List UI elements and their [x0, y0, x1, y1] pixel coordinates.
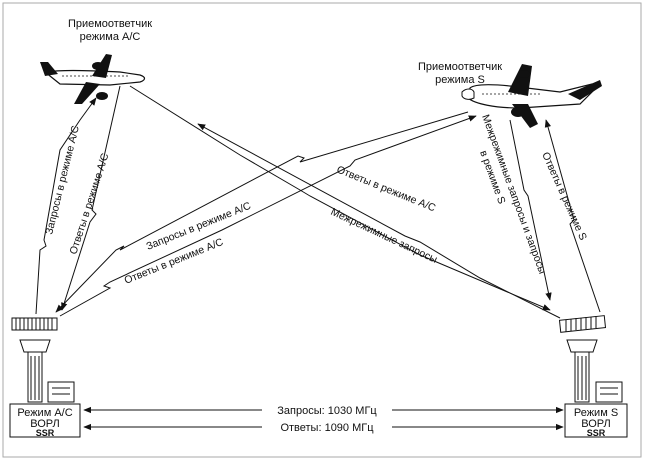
- link-right-s-replies: [544, 119, 601, 313]
- ground-station-left-icon: [11, 317, 75, 403]
- ground-replies-label: Ответы: 1090 МГц: [280, 422, 374, 434]
- aircraft-s-label-line1: Приемоответчик: [418, 61, 502, 73]
- link-ac-to-right-station: [129, 85, 551, 311]
- aircraft-mode-ac-icon: [40, 54, 146, 104]
- label-cross-replies-ac: Ответы в режиме A/C: [123, 236, 226, 287]
- aircraft-ac-label-line1: Приемоответчик: [68, 18, 152, 30]
- station-left-vorl: ВОРЛ: [30, 418, 59, 430]
- link-right-s-requests: [509, 119, 552, 301]
- station-right-ssr: SSR: [587, 428, 606, 438]
- station-right-mode: Режим S: [574, 407, 618, 419]
- link-right-station-to-ac: [197, 123, 561, 319]
- station-right-vorl: ВОРЛ: [581, 418, 610, 430]
- label-left-replies-ac: Ответы в режиме A/C: [67, 151, 111, 256]
- label-replies-s: Ответы в режиме S: [539, 150, 589, 242]
- aircraft-s-label-line2: режима S: [435, 74, 485, 86]
- link-cross-replies: [59, 115, 477, 317]
- station-left-ssr: SSR: [36, 428, 55, 438]
- station-left-mode: Режим A/C: [17, 407, 72, 419]
- ground-station-right-icon: [558, 315, 623, 403]
- ground-requests-label: Запросы: 1030 МГц: [277, 405, 377, 417]
- aircraft-ac-label-line2: режима A/C: [80, 31, 141, 43]
- link-left-replies: [61, 85, 121, 311]
- station-right-box: [564, 403, 628, 438]
- label-left-requests-ac: Запросы в режиме A/C: [43, 124, 82, 236]
- label-intermode-requests: Межрежимные запросы: [329, 206, 439, 266]
- link-left-requests: [35, 97, 97, 315]
- aircraft-mode-s-icon: [461, 64, 602, 128]
- station-left-box: [9, 403, 81, 438]
- link-cross-requests: [55, 111, 469, 313]
